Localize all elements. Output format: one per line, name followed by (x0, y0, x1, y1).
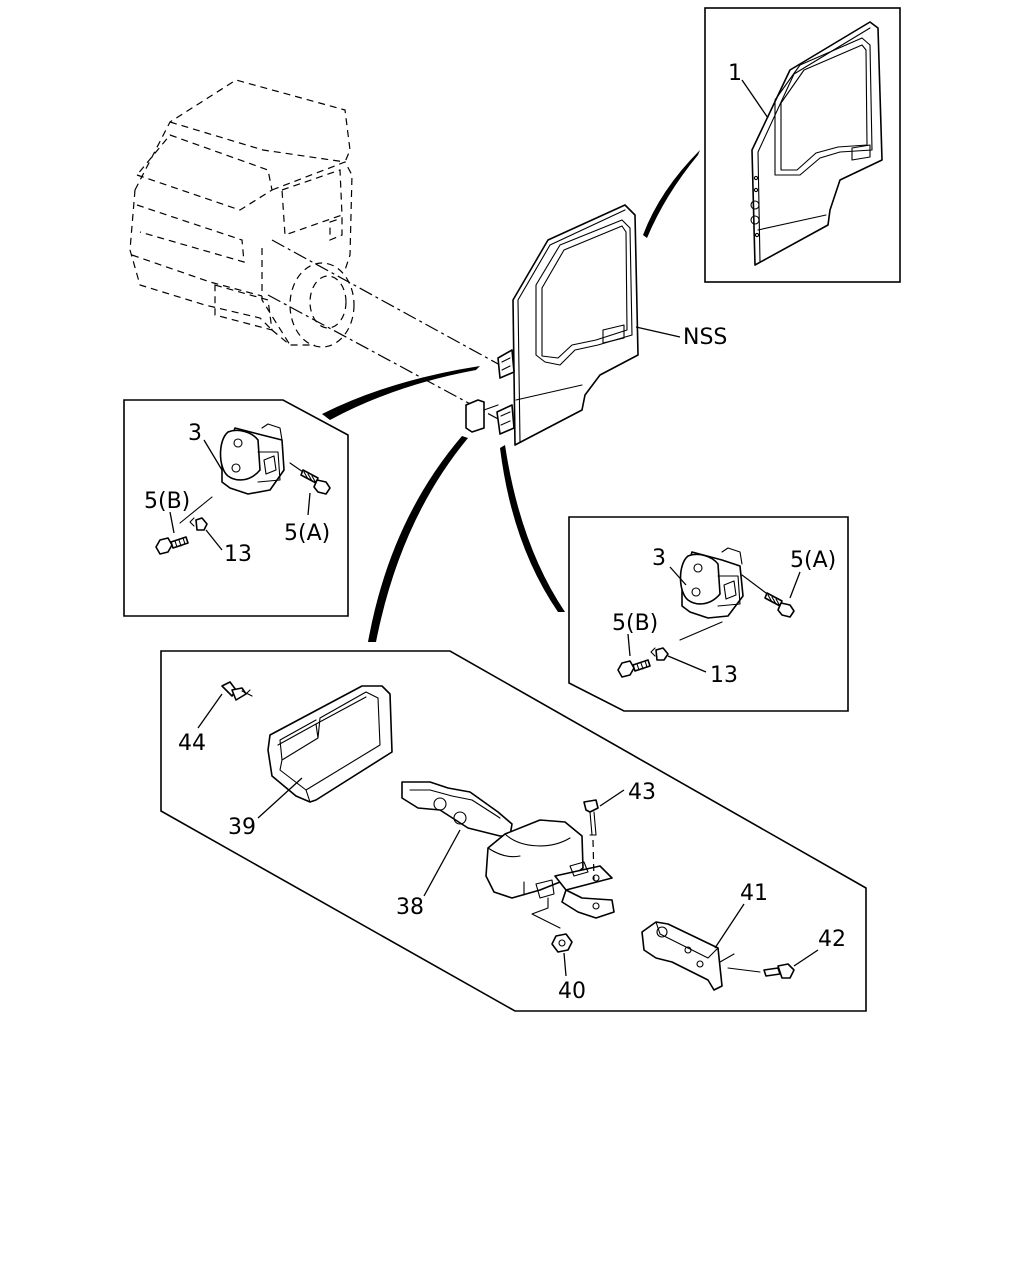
label-bolt-5b-left: 5(B) (144, 489, 190, 514)
label-nss: NSS (683, 325, 727, 350)
hinge-box-left (123, 399, 349, 617)
label-screw-42: 42 (818, 927, 846, 952)
door-outer-box (704, 7, 901, 283)
label-bolt-5a-left: 5(A) (284, 521, 330, 546)
check-link-box (160, 650, 867, 1012)
truck-cab-outline (129, 79, 355, 348)
label-check-link-38: 38 (396, 895, 424, 920)
callout-check-link (368, 436, 468, 642)
label-door-outer-1: 1 (728, 61, 742, 86)
label-bolt-5a-right: 5(A) (790, 548, 836, 573)
label-washer-13-left: 13 (224, 542, 252, 567)
label-hinge-3-left: 3 (188, 421, 202, 446)
label-washer-13-right: 13 (710, 663, 738, 688)
callout-hinge-left (322, 366, 480, 420)
callout-outer (643, 150, 700, 238)
label-clip-44: 44 (178, 731, 206, 756)
door-assembly-nss (465, 204, 639, 446)
label-pin-43: 43 (628, 780, 656, 805)
label-nut-40: 40 (558, 979, 586, 1004)
label-bracket-41: 41 (740, 881, 768, 906)
label-hinge-3-right: 3 (652, 546, 666, 571)
callout-hinge-right (500, 445, 565, 612)
hinge-box-right (568, 516, 849, 712)
label-bolt-5b-right: 5(B) (612, 611, 658, 636)
label-cover-39: 39 (228, 815, 256, 840)
assembly-lines (267, 239, 501, 421)
